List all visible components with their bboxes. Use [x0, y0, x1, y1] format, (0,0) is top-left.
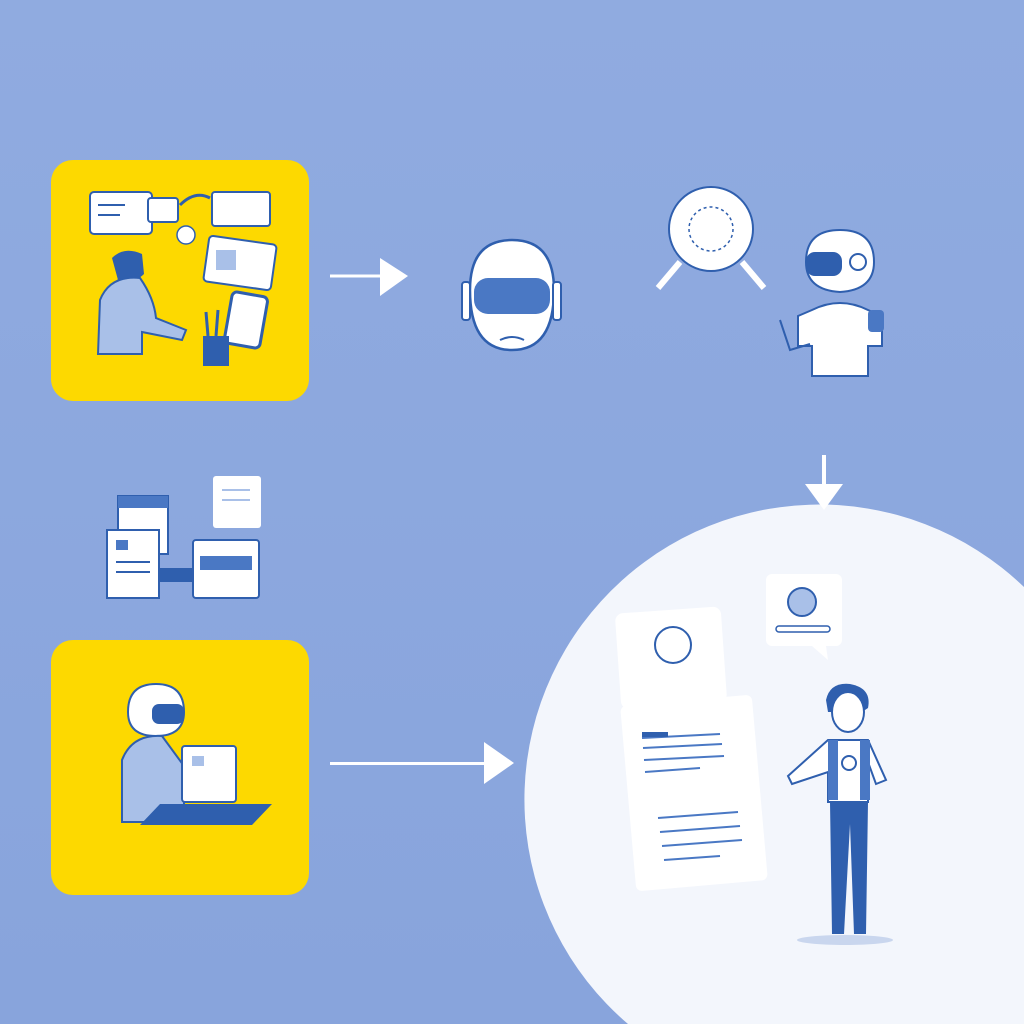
arrow-right-icon: [330, 258, 408, 296]
report-document-icon: [615, 606, 768, 891]
robot-analysis-icon: [655, 186, 884, 377]
arrow-down-icon: [805, 455, 843, 510]
person-presenting-icon: [786, 683, 893, 945]
person-multitasking-icon: [51, 160, 309, 401]
lock-speech-bubble-icon: [766, 574, 842, 660]
robot-working-icon: [51, 640, 309, 895]
documents-icon: [106, 476, 261, 599]
arrow-right-icon: [330, 742, 514, 784]
robot-head-icon: [461, 238, 562, 352]
